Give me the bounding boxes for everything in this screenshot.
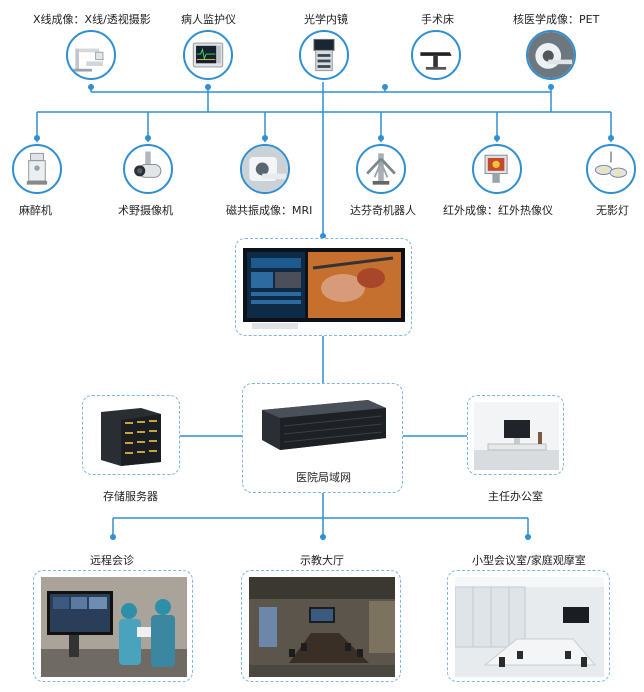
davinci-label: 达芬奇机器人 [350,204,416,217]
teaching-hall-box [241,570,401,682]
endoscope-tower-icon [299,30,349,80]
patient-monitor-label: 病人监护仪 [181,13,236,26]
remote-consultation-icon [41,577,187,677]
pet-scanner-icon [526,30,576,80]
storage-server-box [82,395,180,475]
anesthesia-machine-icon [12,144,62,194]
pet-label: 核医学成像：PET [513,13,600,26]
surgical-table-label: 手术床 [421,13,454,26]
infrared-label: 红外成像：红外热像仪 [443,204,553,217]
teaching-hall-label: 示教大厅 [300,554,344,567]
surgical-lamp-icon [586,144,636,194]
meeting-room-box [447,570,610,682]
storage-server-label: 存储服务器 [103,490,158,503]
teaching-hall-icon [249,577,395,677]
surgical-display-icon [243,248,405,322]
xray-machine-icon [66,30,116,80]
xray-label: X线成像：X线/透视摄影 [33,13,151,26]
director-office-box [467,395,564,475]
mri-label: 磁共振成像：MRI [226,204,313,217]
mri-scanner-icon [240,144,290,194]
surgical-camera-label: 术野摄像机 [118,204,173,217]
davinci-robot-icon [356,144,406,194]
hospital-lan-box: 医院局域网 [242,383,403,493]
remote-consultation-box [33,570,193,682]
director-office-label: 主任办公室 [488,490,543,503]
infrared-camera-icon [472,144,522,194]
surgical-table-icon [411,30,461,80]
hospital-lan-label: 医院局域网 [296,471,351,484]
patient-monitor-icon [183,30,233,80]
rack-server-icon [258,394,390,456]
director-office-icon [474,402,559,470]
meeting-room-label: 小型会议室/家庭观摩室 [472,554,586,567]
surgical-camera-icon [123,144,173,194]
endoscope-label: 光学内镜 [304,13,348,26]
anesthesia-label: 麻醉机 [19,204,52,217]
surgical-lamp-label: 无影灯 [596,204,629,217]
meeting-room-icon [455,577,604,677]
storage-server-icon [95,404,169,468]
display-stand [252,323,298,329]
surgical-display-box [235,238,412,336]
remote-consultation-label: 远程会诊 [90,554,134,567]
